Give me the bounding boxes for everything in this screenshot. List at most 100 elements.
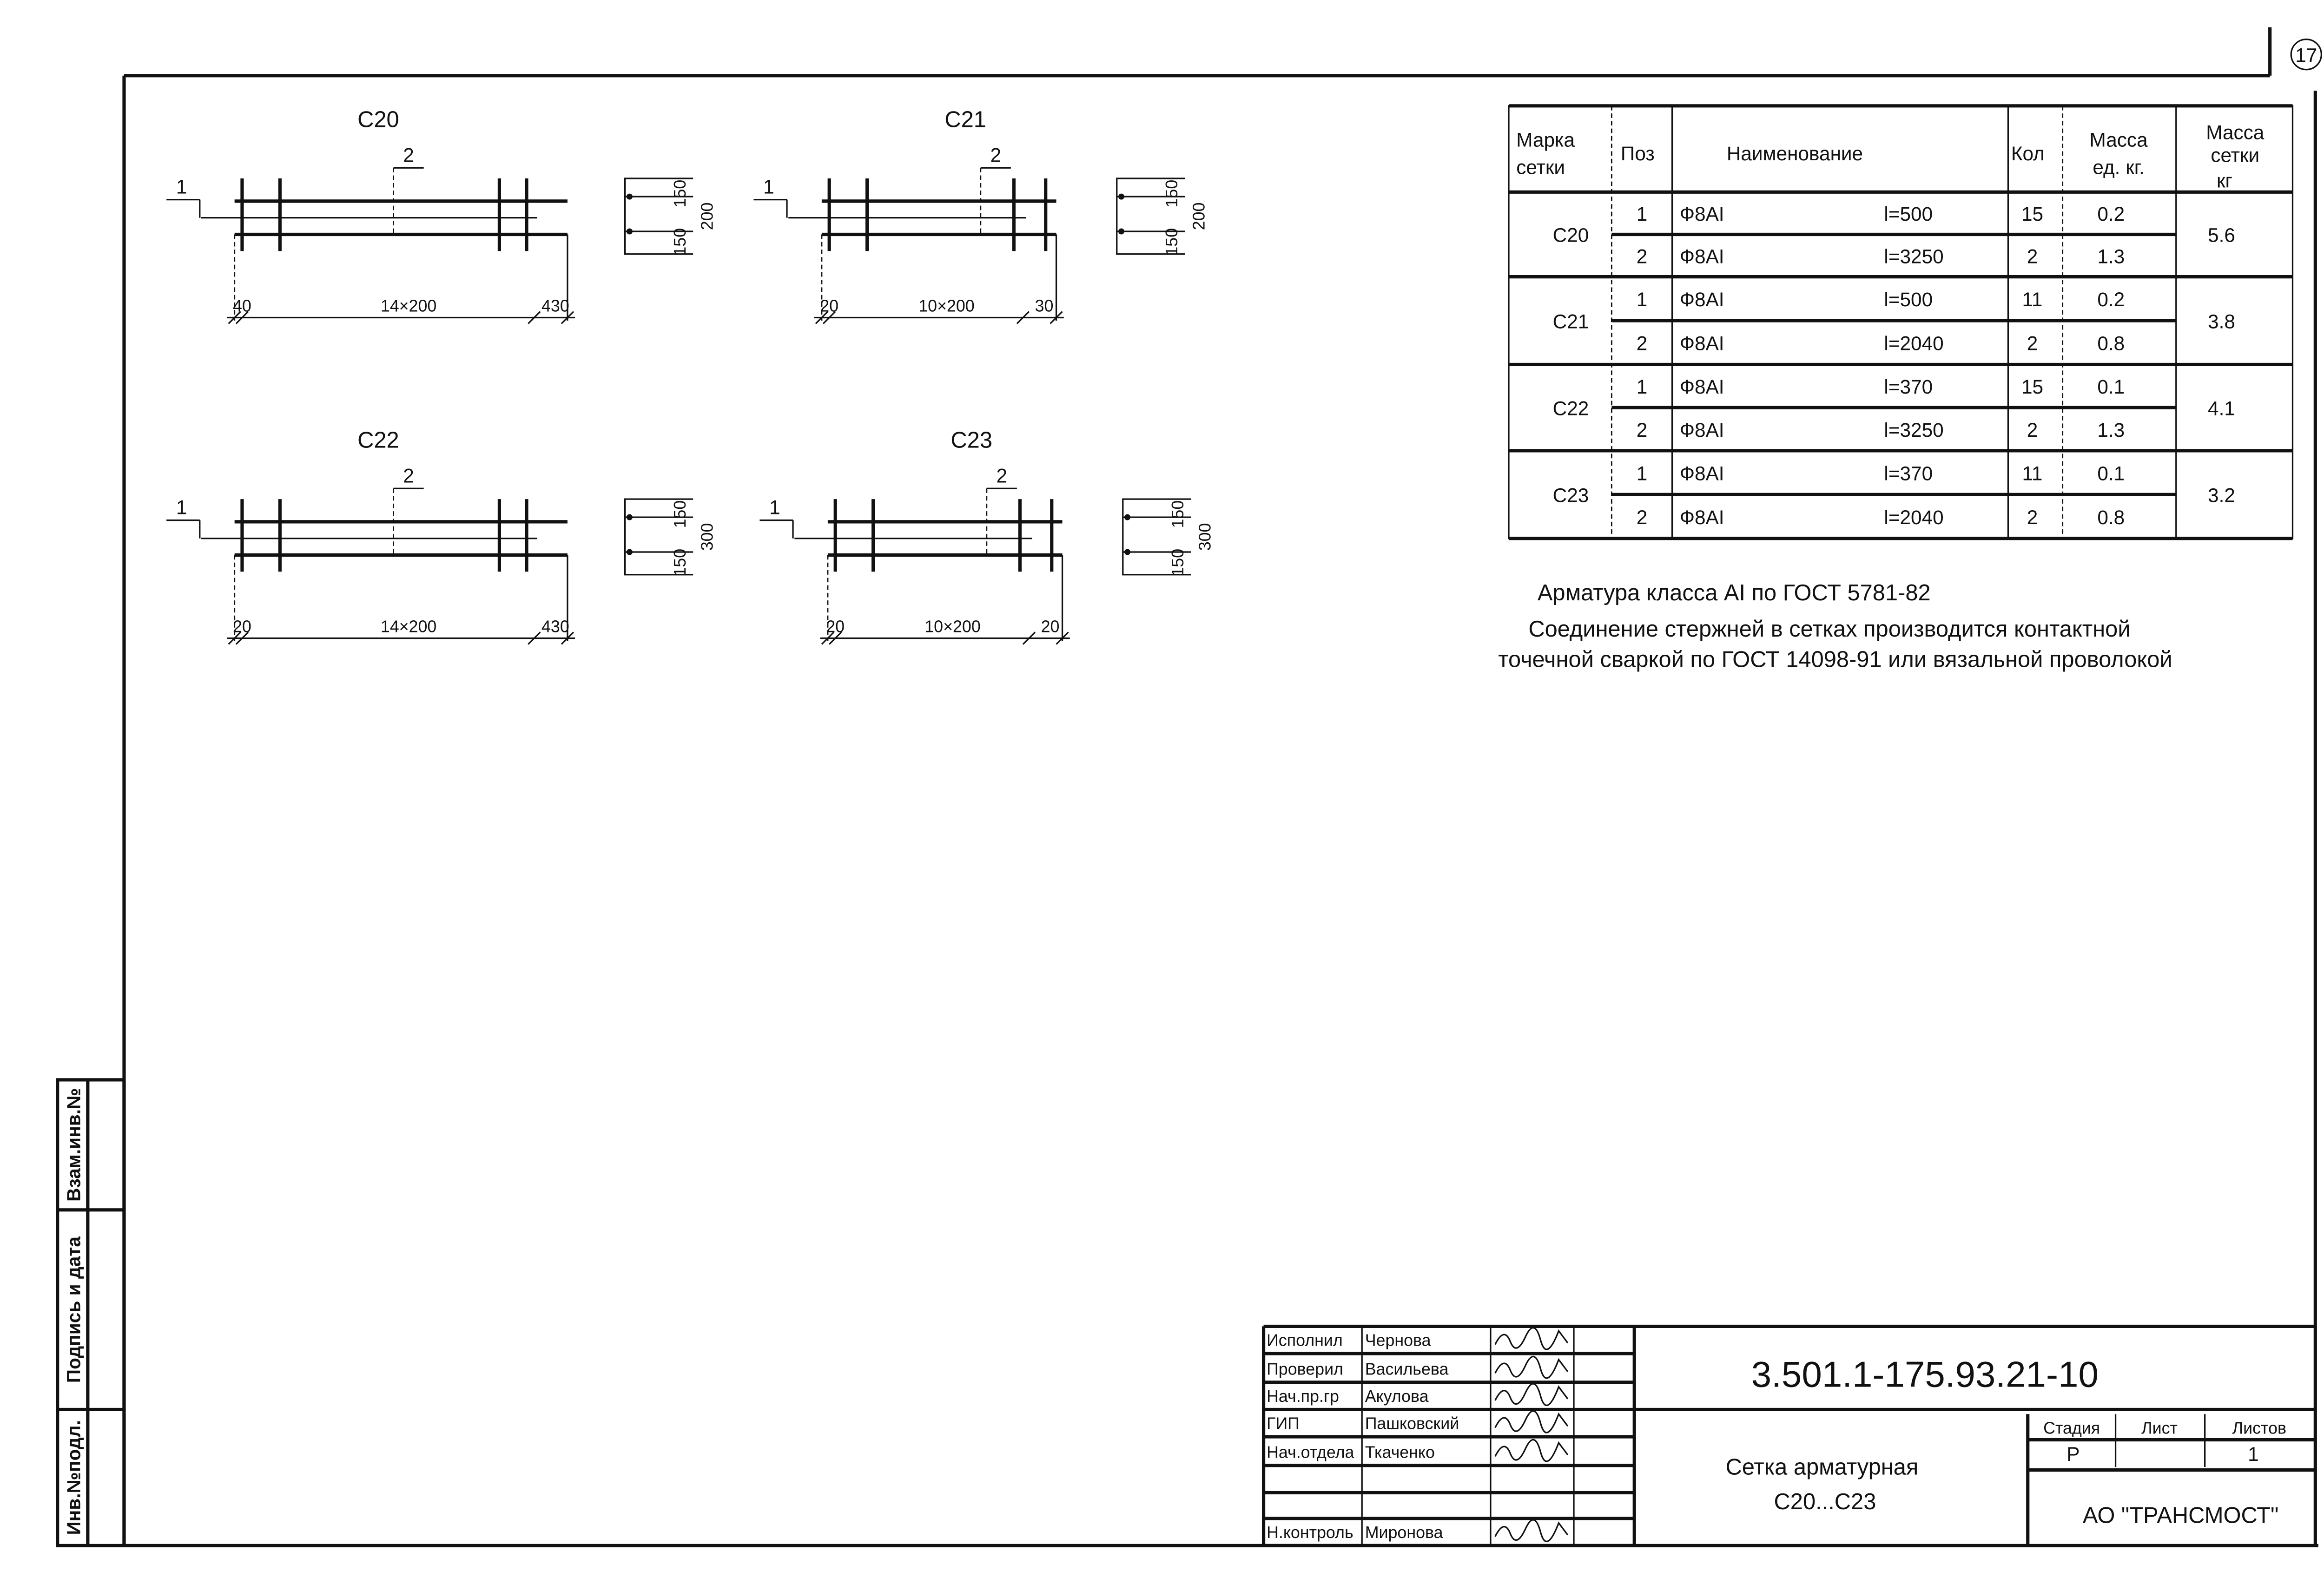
cell-name: Ф8АI (1680, 203, 1724, 225)
position-2-label: 2 (990, 144, 1002, 166)
dimension-right: 30 (1035, 296, 1054, 315)
orig-inv-label: Инв.№подл. (63, 1420, 85, 1535)
header-total-mass-3: кг (2217, 170, 2232, 192)
dimension-tick (1022, 631, 1036, 645)
signature-image (1494, 1383, 1569, 1407)
staff-role: Проверил (1267, 1360, 1343, 1379)
cell-length: l=370 (1884, 376, 1933, 398)
dimension-middle: 10×200 (924, 617, 980, 636)
dimension-tick (815, 311, 829, 324)
cell-pos: 1 (1637, 289, 1648, 310)
dimension-middle: 10×200 (918, 296, 974, 315)
cell-length: l=3250 (1884, 245, 1943, 267)
dimension-tick (821, 631, 835, 645)
cell-unit-mass: 0.2 (2097, 289, 2125, 310)
position-2-label: 2 (403, 144, 414, 166)
cell-qty: 11 (2022, 289, 2043, 310)
cell-length: l=500 (1884, 203, 1933, 225)
cell-mark: С20 (1553, 224, 1589, 246)
cell-name: Ф8АI (1680, 462, 1724, 484)
position-1-label: 1 (176, 497, 187, 519)
cell-qty: 11 (2022, 462, 2043, 484)
cell-pos: 1 (1637, 462, 1648, 484)
section-bar-dot (1124, 549, 1131, 555)
cell-pos: 2 (1637, 506, 1648, 528)
signature-image (1494, 1439, 1569, 1462)
cell-name: Ф8АI (1680, 506, 1724, 528)
cell-pos: 2 (1637, 332, 1648, 354)
note-2: Соединение стержней в сетках производитс… (1528, 617, 2130, 642)
cell-name: Ф8АI (1680, 419, 1724, 441)
stage-label: Стадия (2043, 1419, 2100, 1438)
staff-role: Нач.отдела (1267, 1443, 1354, 1462)
cell-mark: С22 (1553, 397, 1589, 419)
cell-pos: 2 (1637, 419, 1648, 441)
staff-role: Нач.пр.гр (1267, 1387, 1339, 1406)
cell-total-mass: 3.2 (2208, 485, 2235, 506)
note-3: точечной сваркой по ГОСТ 14098-91 или вя… (1498, 647, 2172, 672)
notes: Арматура класса АI по ГОСТ 5781-82 Соеди… (1498, 580, 2172, 672)
drawing-title: С23 (951, 427, 992, 453)
dimension-tick (822, 311, 836, 324)
cell-unit-mass: 0.1 (2097, 376, 2125, 398)
section-dim-top: 150 (671, 500, 689, 528)
section-bar-dot (626, 549, 633, 555)
replaced-inv-label: Взам.инв.№ (63, 1088, 85, 1202)
header-mark-2: сетки (1516, 156, 1565, 178)
cell-qty: 2 (2027, 419, 2038, 441)
position-1-label: 1 (763, 176, 774, 198)
section-outline (1122, 498, 1191, 576)
section-dim-top: 150 (1162, 180, 1181, 208)
staff-name: Васильева (1365, 1360, 1449, 1379)
header-qty: Кол (2011, 143, 2045, 164)
position-1-label: 1 (769, 497, 780, 519)
drawing-title: С22 (357, 427, 399, 453)
cell-unit-mass: 0.2 (2097, 203, 2125, 225)
cell-mark: С23 (1553, 485, 1589, 506)
staff-role: Исполнил (1267, 1331, 1343, 1350)
staff-name: Пашковский (1365, 1414, 1459, 1433)
signature-image (1494, 1327, 1569, 1350)
signature-date-label: Подпись и дата (63, 1236, 85, 1383)
title-block: 3.501.1-175.93.21-10 Сетка арматурная С2… (1261, 1324, 2316, 1547)
cell-qty: 15 (2021, 203, 2043, 225)
dimension-tick (561, 311, 574, 324)
cell-qty: 2 (2027, 506, 2038, 528)
cell-name: Ф8АI (1680, 376, 1724, 398)
header-pos: Поз (1621, 143, 1655, 164)
section-bar-dot (1118, 228, 1125, 235)
dimension-left: 20 (233, 617, 251, 636)
cell-pos: 1 (1637, 376, 1648, 398)
section-dim-bottom: 150 (1169, 549, 1187, 577)
dimension-tick (561, 631, 574, 645)
cell-name: Ф8АI (1680, 332, 1724, 354)
dimension-left: 40 (233, 296, 251, 315)
title-line-2: С20...С23 (1774, 1489, 1876, 1514)
sheet-number-text: 17 (2295, 44, 2317, 66)
dimension-tick (528, 311, 541, 324)
section-dim-total: 300 (698, 523, 716, 551)
dimension-tick (829, 631, 842, 645)
cell-total-mass: 4.1 (2208, 397, 2235, 419)
section-dim-bottom: 150 (671, 228, 689, 256)
staff-name: Миронова (1365, 1523, 1443, 1542)
cell-length: l=3250 (1884, 419, 1943, 441)
header-total-mass-2: сетки (2211, 144, 2259, 166)
cell-pos: 1 (1637, 203, 1648, 225)
drawing-title: С20 (357, 107, 399, 132)
cell-unit-mass: 0.8 (2097, 506, 2125, 528)
title-line-1: Сетка арматурная (1726, 1454, 1919, 1479)
sheets-value: 1 (2248, 1443, 2259, 1465)
